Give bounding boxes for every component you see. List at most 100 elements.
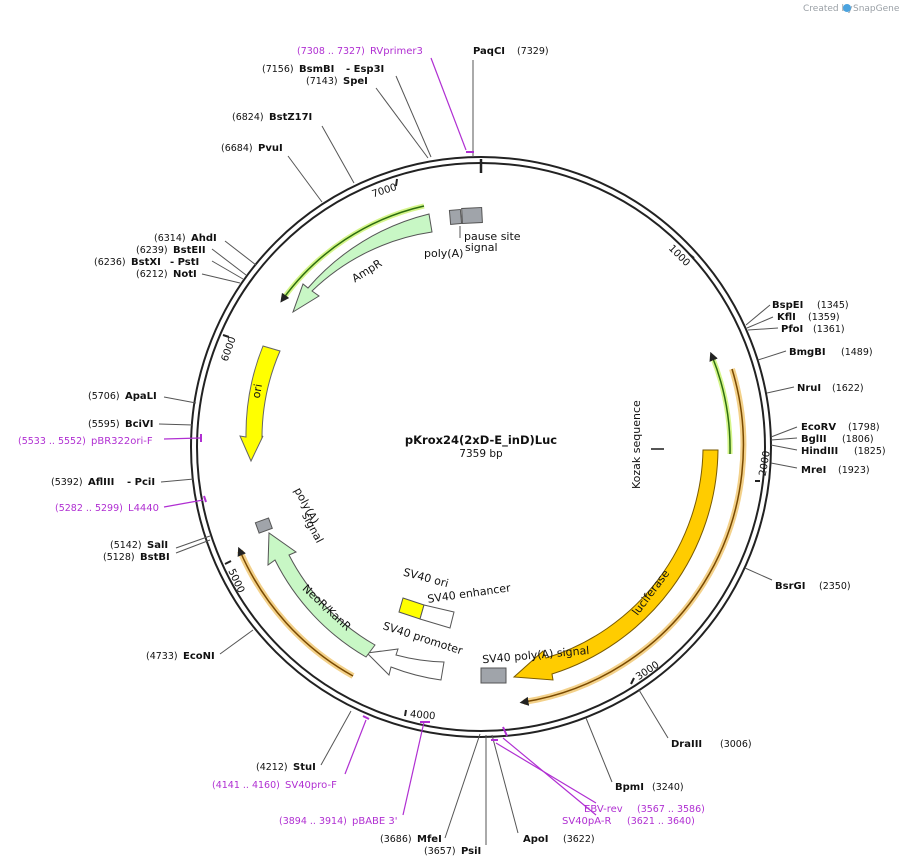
leader-bcivi [158, 423, 194, 426]
primer-pbr322ori-range: (5533 .. 5552) [18, 436, 86, 447]
sv40-ori-feature[interactable] [398, 597, 425, 620]
leader-nrui [766, 386, 795, 394]
tick-4000 [404, 709, 407, 717]
leader-bstxi [211, 260, 244, 280]
polya-signal-block-left[interactable] [254, 517, 273, 534]
enzyme-kfli[interactable]: KflI [777, 312, 796, 323]
leader-pbabe3 [402, 721, 425, 816]
enzyme-mrei[interactable]: MreI [801, 465, 826, 476]
enzyme-bstz17i-pos: (6824) [232, 112, 264, 123]
enzyme-econi-pos: (4733) [146, 651, 178, 662]
enzyme-hindiii[interactable]: HindIII [801, 446, 838, 457]
enzyme-leaders [158, 60, 798, 845]
enzyme-pvui[interactable]: PvuI [258, 143, 283, 154]
enzyme-bstbi-pos: (5128) [103, 552, 135, 563]
primer-l4440[interactable]: L4440 [128, 503, 159, 514]
leader-econi [219, 629, 254, 655]
enzyme-sali[interactable]: SalI [147, 540, 168, 551]
primer-sv40par[interactable]: SV40pA-R [562, 816, 611, 827]
polya-left-signal-label: signal [299, 510, 326, 545]
leader-apoi [491, 734, 519, 834]
enzyme-noti[interactable]: NotI [173, 269, 197, 280]
marker-sv40prof[interactable] [362, 715, 370, 720]
enzyme-afliii-pos: (5392) [51, 477, 83, 488]
enzyme-psii[interactable]: PsiI [461, 846, 481, 857]
enzyme-bglii[interactable]: BglII [801, 434, 827, 445]
ori-feature[interactable] [239, 345, 281, 463]
leader-bsrgi [744, 567, 773, 581]
enzyme-pfoi-pos: (1361) [813, 324, 845, 335]
enzyme-noti-pos: (6212) [136, 269, 168, 280]
backbone-outer-ring [190, 156, 772, 738]
tick-label-7000: 7000 [371, 182, 399, 200]
tick-label-1000: 1000 [666, 243, 692, 269]
neo-orf-arrow [237, 546, 354, 677]
snapgene-logo-icon [843, 4, 851, 12]
enzyme-bpmi[interactable]: BpmI [615, 782, 644, 793]
enzyme-apoi[interactable]: ApoI [523, 834, 549, 845]
enzyme-labels: PaqCI (7329) (7156) BsmBI - Esp3I (7143)… [51, 46, 886, 857]
enzyme-ahdi-pos: (6314) [154, 233, 186, 244]
primer-labels: (7308 .. 7327) RVprimer3 (5533 .. 5552) … [18, 46, 705, 827]
enzyme-bsteii[interactable]: BstEII [173, 245, 206, 256]
primer-pbr322ori[interactable]: pBR322ori-F [91, 436, 153, 447]
leader-draiii [638, 689, 669, 739]
pause-site-block[interactable] [461, 206, 483, 225]
primer-rvprimer3[interactable]: RVprimer3 [370, 46, 423, 57]
enzyme-econi[interactable]: EcoNI [183, 651, 215, 662]
enzyme-pfoi[interactable]: PfoI [781, 324, 803, 335]
enzyme-mrei-pos: (1923) [838, 465, 870, 476]
enzyme-spei[interactable]: SpeI [343, 76, 368, 87]
enzyme-paqci[interactable]: PaqCI [473, 46, 505, 57]
sv40-enhancer-feature[interactable] [419, 604, 455, 629]
sv40-polya-block[interactable] [480, 667, 507, 684]
tick-label-3000: 3000 [634, 660, 661, 683]
primer-pbabe3[interactable]: pBABE 3' [352, 816, 398, 827]
enzyme-hindiii-pos: (1825) [854, 446, 886, 457]
enzyme-mfei[interactable]: MfeI [417, 834, 442, 845]
marker-l4440[interactable] [203, 495, 207, 503]
primer-ebvrev[interactable]: EBV-rev [584, 804, 623, 815]
enzyme-draiii[interactable]: DraIII [671, 739, 702, 750]
enzyme-bstxi[interactable]: BstXI [131, 257, 161, 268]
enzyme-bsrgi[interactable]: BsrGI [775, 581, 805, 592]
leader-kfli [746, 316, 774, 329]
enzyme-esp3i[interactable]: - Esp3I [346, 64, 384, 75]
enzyme-afliii[interactable]: AflIII [88, 477, 114, 488]
enzyme-bstz17i[interactable]: BstZ17I [269, 112, 312, 123]
leader-pfoi [747, 327, 779, 331]
luciferase-feature[interactable] [512, 449, 719, 681]
ampr-label: AmpR [350, 257, 385, 286]
enzyme-pcii[interactable]: - PciI [127, 477, 155, 488]
enzyme-bcivi[interactable]: BciVI [125, 419, 153, 430]
enzyme-bmgbi[interactable]: BmgBI [789, 347, 826, 358]
tick-1000 [688, 253, 695, 259]
leader-apali [163, 396, 197, 404]
kozak-orf-highlight [709, 355, 733, 455]
sv40-promoter-feature[interactable] [365, 648, 445, 681]
marker-sv40par[interactable] [502, 726, 508, 737]
tick-label-4000: 4000 [410, 709, 436, 722]
primer-rvprimer3-range: (7308 .. 7327) [297, 46, 365, 57]
polya-signal-block-top[interactable] [448, 208, 463, 225]
enzyme-bspei[interactable]: BspEI [772, 300, 803, 311]
enzyme-psti[interactable]: - PstI [170, 257, 199, 268]
enzyme-bstbi[interactable]: BstBI [140, 552, 170, 563]
enzyme-nrui[interactable]: NruI [797, 383, 821, 394]
tick-7000 [395, 178, 398, 187]
backbone [190, 156, 772, 738]
enzyme-ahdi[interactable]: AhdI [191, 233, 217, 244]
enzyme-apali[interactable]: ApaLI [125, 391, 157, 402]
primer-sv40prof[interactable]: SV40pro-F [285, 780, 337, 791]
enzyme-ecorv[interactable]: EcoRV [801, 422, 836, 433]
polya-top-label: poly(A) [424, 247, 463, 260]
enzyme-bsmbi[interactable]: BsmBI [299, 64, 334, 75]
primer-l4440-range: (5282 .. 5299) [55, 503, 123, 514]
leader-afliii [160, 478, 195, 483]
neo-feature[interactable] [267, 532, 376, 658]
ampr-feature[interactable] [292, 213, 433, 314]
leader-sv40prof [344, 719, 367, 775]
enzyme-stui[interactable]: StuI [293, 762, 316, 773]
leader-bsmbi [395, 75, 432, 158]
